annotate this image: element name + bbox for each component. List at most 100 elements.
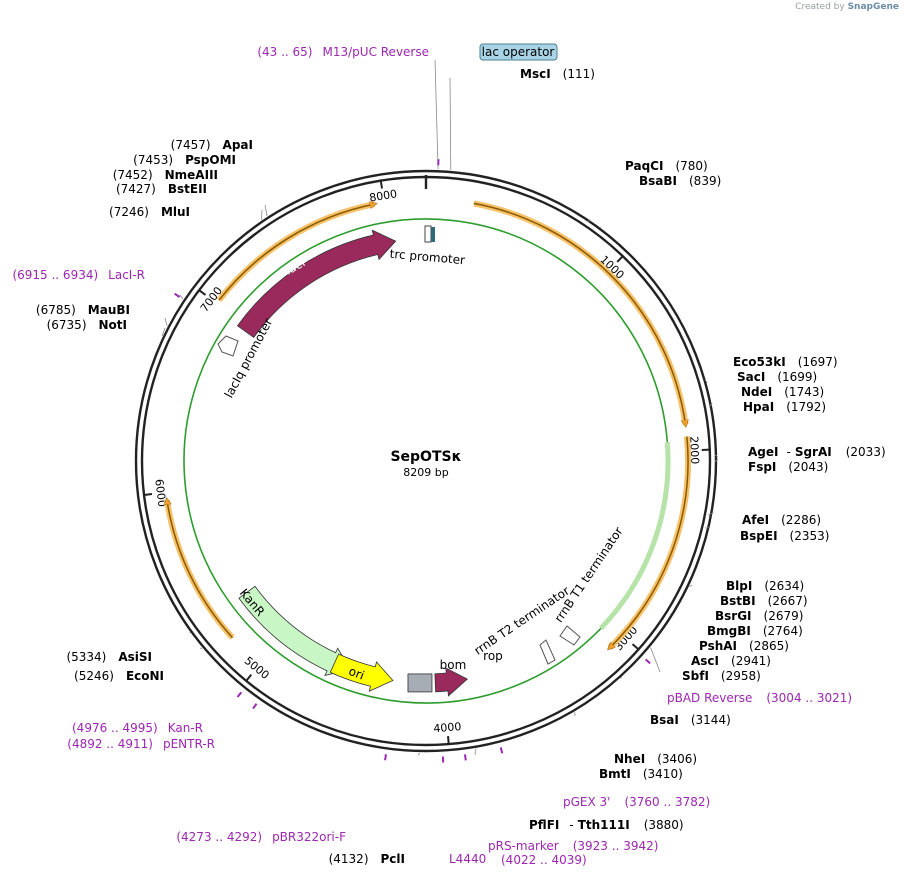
primer-l4440-range: (4022 .. 4039) xyxy=(501,853,587,867)
bom-label: bom xyxy=(440,658,467,672)
orf-left xyxy=(167,500,234,639)
tick-5000 xyxy=(245,674,253,682)
tick-label-4000: 4000 xyxy=(433,720,462,735)
bom-box xyxy=(407,673,433,693)
primer-sites: (43 .. 65)M13/pUC Reverse (6915 .. 6934)… xyxy=(12,45,852,867)
site-blpi: BlpI(2634) xyxy=(726,579,804,593)
site-bsai: BsaI(3144) xyxy=(650,713,731,727)
leader-line-18 xyxy=(161,327,166,337)
leader-line-8 xyxy=(707,512,714,516)
primer-prs-marker: pRS-marker(3923 .. 3942) xyxy=(488,839,658,853)
lac-operator-label: lac operator xyxy=(482,45,555,59)
site-pshai: PshAI(2865) xyxy=(699,639,789,653)
site-eco53ki: Eco53kI(1697) xyxy=(733,355,838,369)
rop-arrow xyxy=(434,667,469,697)
primer-pbr322ori-f: (4273 .. 4292)pBR322ori-F xyxy=(176,830,346,844)
leader-line-4 xyxy=(704,379,708,383)
leader-line-23 xyxy=(179,294,184,300)
primer-pbad-reverse: pBAD Reverse(3004 .. 3021) xyxy=(667,691,852,705)
primer-pgex-3: pGEX 3'(3760 .. 3782) xyxy=(563,795,710,809)
site-pcli: (4132)PclI xyxy=(329,852,405,866)
trc-promoter-glyph xyxy=(424,225,435,243)
tick-8000 xyxy=(379,180,384,189)
site-asci: AscI(2941) xyxy=(691,654,771,668)
primer-mark-prs-marker xyxy=(463,754,467,761)
leader-line-2 xyxy=(587,219,591,223)
orf-right xyxy=(610,436,689,648)
primer-kan-r: (4976 .. 4995)Kan-R xyxy=(72,721,203,735)
site-bstbi: BstBI(2667) xyxy=(720,594,808,608)
site-saci: SacI(1699) xyxy=(737,370,817,384)
site-nhei: NheI(3406) xyxy=(614,752,697,766)
leader-line-19 xyxy=(164,317,168,327)
tick-label-5000: 5000 xyxy=(242,654,272,682)
leader-line-22 xyxy=(264,204,268,217)
site-noti: (6735)NotI xyxy=(47,318,127,332)
orf-left-halo xyxy=(164,499,235,640)
lac-operator-tag: lac operator xyxy=(479,43,558,61)
site-econi: (5246)EcoNI xyxy=(74,669,164,683)
credit-line: Created by SnapGene xyxy=(795,2,899,12)
leader-lines xyxy=(161,59,719,763)
site-bsteii: (7427)BstEII xyxy=(116,182,207,196)
tick-4000 xyxy=(447,736,450,745)
ori-arrow xyxy=(329,653,394,692)
primer-mark-pbad-reverse xyxy=(644,658,651,665)
leader-line-11 xyxy=(650,647,661,673)
primer-m13-puc-reverse: (43 .. 65)M13/pUC Reverse xyxy=(257,45,429,59)
site-fspi: FspI(2043) xyxy=(748,460,828,474)
credit-prefix: Created by xyxy=(795,2,845,12)
primer-mark-pentr-r xyxy=(252,703,258,710)
leader-line-14 xyxy=(474,748,477,756)
site-pflfi-tth111i: PflFI-Tth111I(3880) xyxy=(529,818,684,832)
rrnb-t1-glyph xyxy=(559,625,581,646)
rop-label: rop xyxy=(483,649,503,663)
site-maubi: (6785)MauBI xyxy=(36,303,130,317)
primer-pentr-r: (4892 .. 4911)pENTR-R xyxy=(67,737,215,751)
leader-line-7 xyxy=(714,458,719,463)
leader-line-0 xyxy=(449,77,452,171)
primer-laci-r: (6915 .. 6934)LacI-R xyxy=(12,268,145,282)
tick-label-8000: 8000 xyxy=(368,187,398,204)
site-apai: (7457)ApaI xyxy=(171,138,253,152)
leader-line-10 xyxy=(689,584,693,588)
leader-line-1 xyxy=(434,59,439,170)
kanr-arrow xyxy=(238,585,351,676)
snapgene-brand: SnapGene xyxy=(847,2,899,12)
primer-l4440: L4440 xyxy=(449,852,486,866)
site-mlui: (7246)MluI xyxy=(109,205,190,219)
site-msci: MscI(111) xyxy=(520,67,595,81)
site-bmti: BmtI(3410) xyxy=(599,767,683,781)
site-agei-sgrai: AgeI-SgrAI(2033) xyxy=(748,445,886,459)
leader-line-6 xyxy=(714,454,719,458)
primer-mark-pbr322ori-f xyxy=(384,754,387,761)
site-hpai: HpaI(1792) xyxy=(743,400,826,414)
leader-line-3 xyxy=(599,226,602,229)
site-bsabi: BsaBI(839) xyxy=(639,174,721,188)
ori-label: ori xyxy=(347,664,367,683)
tick-3000 xyxy=(631,643,640,651)
orf-top-halo xyxy=(473,200,689,426)
site-bmgbi: BmgBI(2764) xyxy=(707,624,803,638)
orf-right-halo xyxy=(607,436,692,651)
orf-top xyxy=(473,202,686,424)
leader-line-21 xyxy=(261,209,263,220)
site-bsrgi: BsrGI(2679) xyxy=(715,609,803,623)
green-orf-halo xyxy=(598,441,671,631)
tick-7000 xyxy=(198,289,207,296)
laciq-promoter-glyph xyxy=(217,335,239,357)
site-pspomi: (7453)PspOMI xyxy=(133,153,236,167)
site-nmeaiii: (7452)NmeAIII xyxy=(113,168,218,182)
green-orf xyxy=(183,218,669,704)
site-asisi: (5334)AsiSI xyxy=(66,650,152,664)
tick-6000 xyxy=(143,493,153,496)
leader-line-15 xyxy=(417,752,421,756)
site-afei: AfeI(2286) xyxy=(742,513,821,527)
restriction-sites: MscI(111) PaqCI(780) BsaBI(839) Eco53kI(… xyxy=(36,67,886,866)
features xyxy=(183,218,671,704)
rrnb-t2-glyph xyxy=(539,639,556,665)
site-sbfi: SbfI(2958) xyxy=(682,669,761,683)
site-paqci: PaqCI(780) xyxy=(625,159,708,173)
